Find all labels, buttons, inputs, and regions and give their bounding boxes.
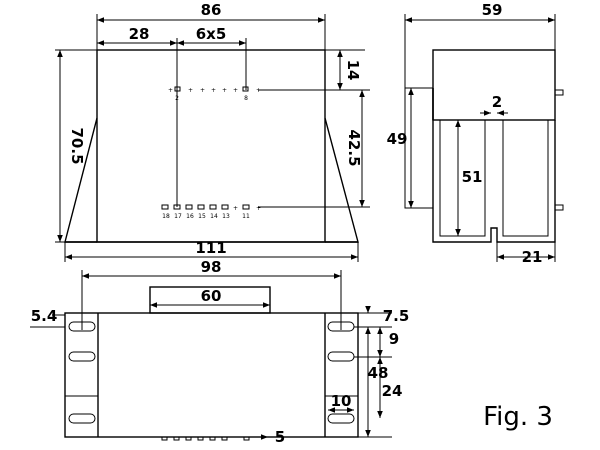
dim-side-height: 49 [387,130,408,148]
side-channel-outer [432,88,556,243]
bottom-pin-marks [161,436,250,441]
svg-text:+: + [256,87,261,94]
side-view: 59 49 2 51 21 [387,1,564,266]
side-channel-inner-left [439,120,486,237]
pin-label-2: 2 [175,95,179,102]
slot-right-3 [327,413,355,424]
bottom-body [64,312,359,438]
side-channel-inner-right [502,120,549,237]
dim-top-margin: 7.5 [383,307,410,325]
dim-slot-total: 48 [368,364,389,382]
svg-text:+: + [200,87,205,94]
pin-label-14: 14 [210,213,218,220]
slot-left-2 [68,351,96,362]
front-view: 86 28 6x5 70.5 14 42.5 + + + + + + [55,1,370,262]
side-left-plate [404,87,434,209]
pin-label-17: 17 [174,213,182,220]
pin-label-16: 16 [186,213,194,220]
dim-pitch: 6x5 [196,25,227,43]
figure-label: Fig. 3 [483,402,553,432]
dim-pin-spacing: 42.5 [345,129,363,166]
pin-label-8: 8 [244,95,248,102]
dim-pin-offset: 5 [275,428,285,446]
svg-text:+: + [211,87,216,94]
bottom-pin-row: + + 18 17 16 15 14 13 11 [161,204,261,220]
svg-text:+: + [168,87,173,94]
bottom-view: 98 60 5.4 7.5 9 48 24 10 5 [30,258,409,446]
dim-side-width: 59 [482,1,503,19]
dim-window-width: 60 [201,287,222,305]
svg-text:+: + [233,87,238,94]
slot-left-3 [68,413,96,424]
svg-text:+: + [256,205,261,212]
dim-hole-spacing: 98 [201,258,222,276]
dim-width-base: 111 [195,239,226,257]
pin-label-15: 15 [198,213,206,220]
top-pin-row: + + + + + + + 2 8 [168,86,261,102]
dim-right-width: 21 [522,248,543,266]
dim-side-gap: 2 [492,93,502,111]
dim-slot-pitch: 9 [389,330,399,348]
slot-right-2 [327,351,355,362]
dim-hole-offset: 5.4 [31,307,58,325]
dim-offset-left: 28 [129,25,150,43]
pin-label-18: 18 [162,213,170,220]
dim-slot-group: 24 [382,382,403,400]
svg-text:+: + [233,205,238,212]
dim-width-top: 86 [201,1,222,19]
dim-height-total: 70.5 [68,127,86,164]
pin-label-11: 11 [242,213,250,220]
side-top-block [432,49,556,121]
dim-slot-width: 10 [331,392,352,410]
svg-text:+: + [222,87,227,94]
pin-label-13: 13 [222,213,230,220]
dim-inner-height: 51 [462,168,483,186]
dim-top-offset: 14 [344,60,362,81]
svg-text:+: + [188,87,193,94]
